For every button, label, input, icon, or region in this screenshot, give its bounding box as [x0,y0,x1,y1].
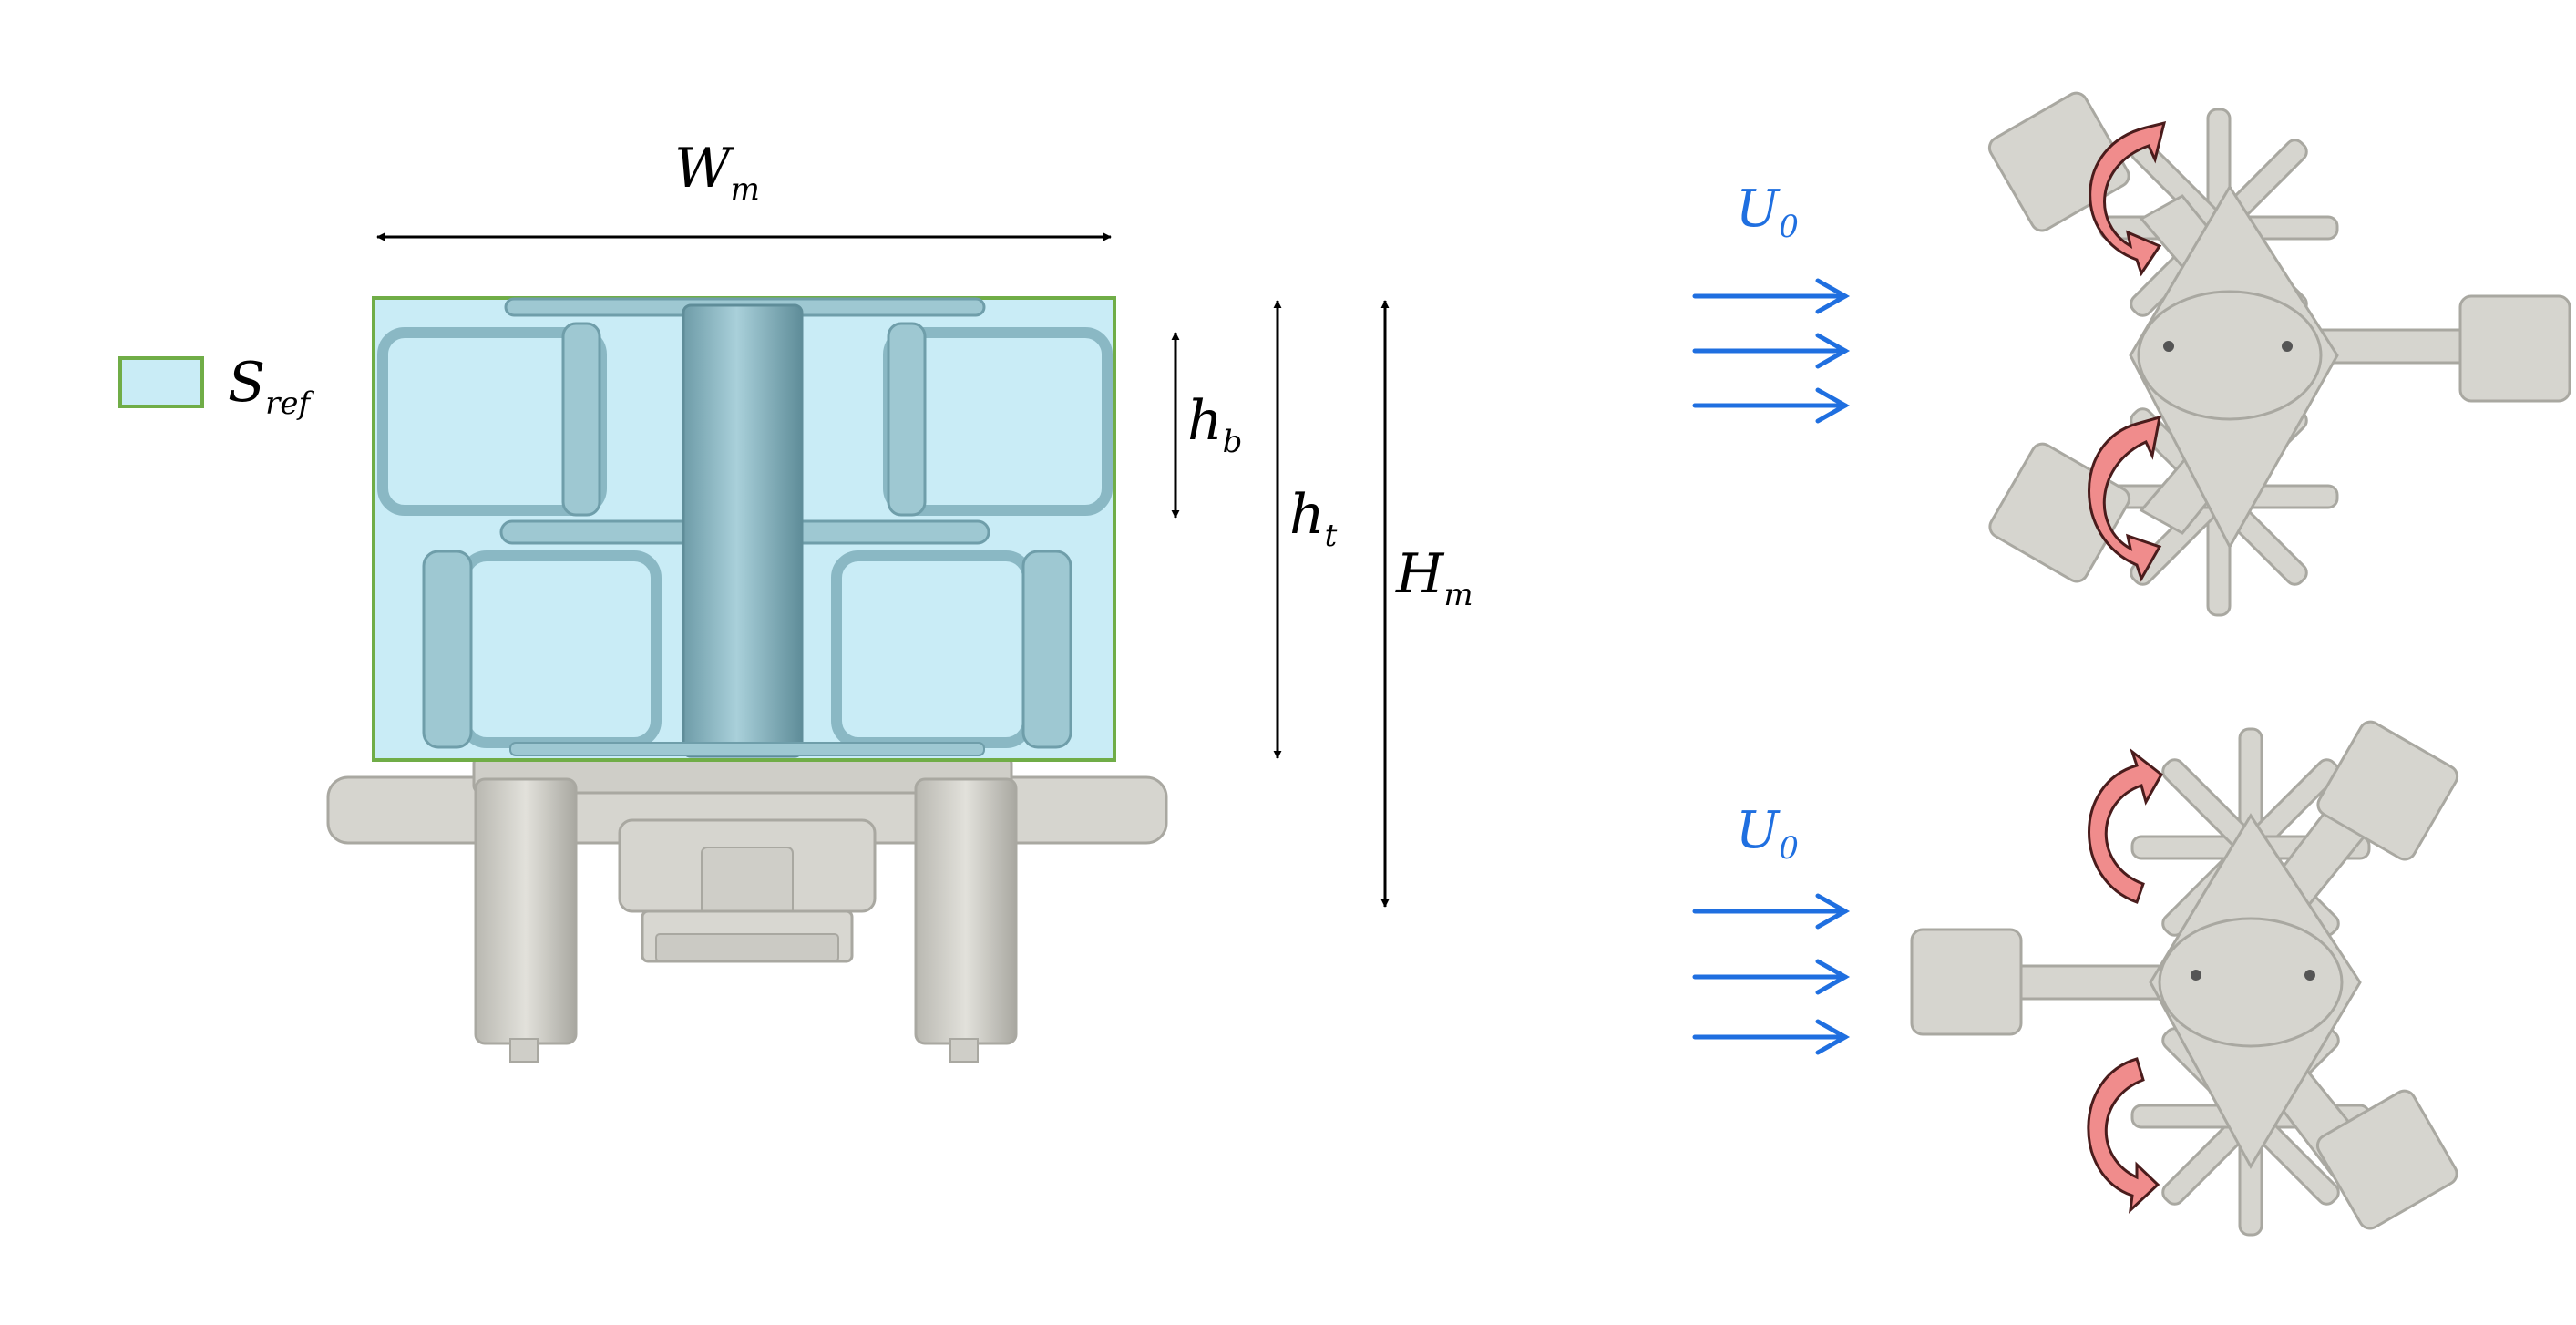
arrow-right-icon [1692,893,1851,930]
curved-rotation-arrow-icon [2087,1057,2160,1214]
base-frame [326,755,1168,1063]
right-leg [914,777,1018,1045]
side-view: Wm hb ht Hm Sref [118,137,1473,1063]
flow-arrows-upper [1692,278,1851,424]
total-height-label: Hm [1395,542,1473,613]
left-leg [474,777,578,1045]
flow-arrows-lower [1692,893,1851,1055]
turbine-height-label: ht [1289,483,1338,554]
rotor-shaft [682,303,804,758]
curved-rotation-arrow-icon [2088,747,2163,904]
arrow-right-icon [1692,959,1851,995]
arrow-right-icon [1692,333,1851,369]
arrow-right-icon [1692,278,1851,314]
turbine-top-view-upper [1987,91,2571,617]
curved-rotation-arrow-icon [2089,120,2167,277]
width-label: Wm [674,137,760,208]
rotor [377,297,1113,758]
reference-area-label: Sref [228,351,314,422]
top-view-lower: U0 [1692,720,2459,1237]
freestream-label-upper: U0 [1736,180,1799,245]
top-view-upper: U0 [1692,91,2571,617]
reference-area-legend: Sref [118,351,314,422]
reference-area-swatch [118,356,204,408]
curved-rotation-arrow-icon [2088,415,2162,582]
arrow-right-icon [1692,1019,1851,1055]
turbine-top-view-lower [1910,720,2459,1237]
blade-height-label: hb [1187,389,1242,460]
arrow-right-icon [1692,387,1851,424]
freestream-label-lower: U0 [1736,801,1799,867]
